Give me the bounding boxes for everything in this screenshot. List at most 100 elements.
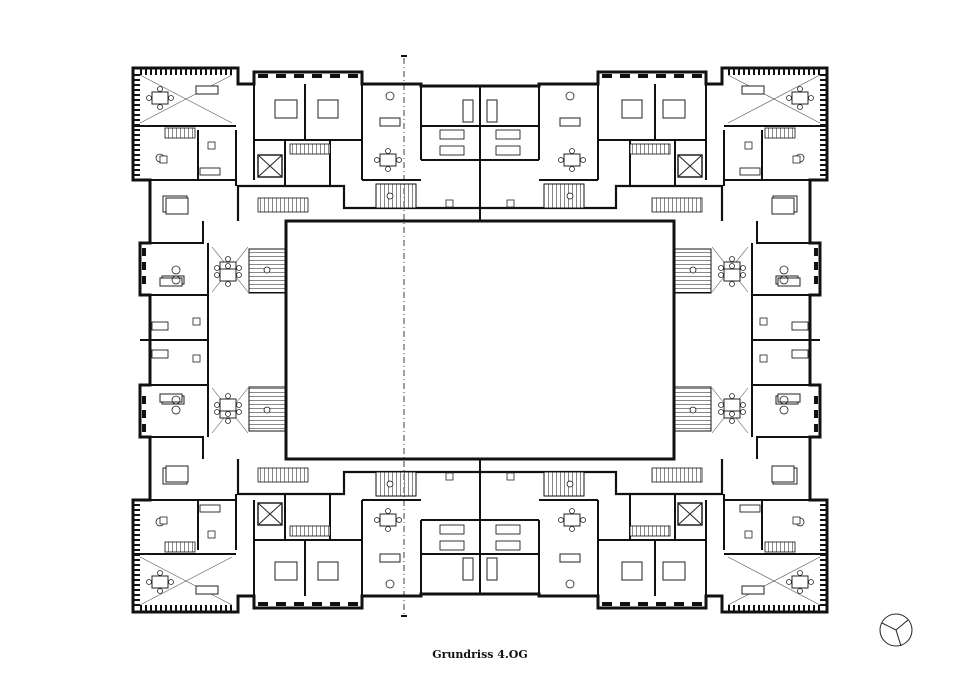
balcony-diagonal bbox=[727, 556, 821, 606]
chair bbox=[797, 86, 803, 92]
stair bbox=[375, 183, 417, 209]
stair-marker bbox=[689, 266, 697, 274]
chair bbox=[157, 570, 163, 576]
coffee-table bbox=[171, 265, 181, 275]
chair bbox=[740, 272, 746, 278]
stair bbox=[629, 143, 671, 155]
chair bbox=[385, 508, 391, 514]
bed bbox=[771, 197, 795, 215]
coffee-table bbox=[565, 579, 575, 589]
chair bbox=[225, 263, 231, 269]
table bbox=[151, 91, 169, 105]
bathtub bbox=[495, 145, 521, 156]
sofa bbox=[159, 393, 183, 403]
chair bbox=[797, 104, 803, 110]
toilet bbox=[207, 530, 216, 539]
chair bbox=[236, 272, 242, 278]
chair bbox=[146, 579, 152, 585]
outer-wall bbox=[480, 66, 829, 340]
sofa bbox=[777, 277, 801, 287]
bed bbox=[274, 99, 298, 119]
bathtub bbox=[439, 129, 465, 140]
courtyard-wall bbox=[284, 219, 480, 340]
elevator bbox=[257, 502, 283, 526]
bed bbox=[621, 99, 643, 119]
elevator bbox=[257, 154, 283, 178]
toilet bbox=[159, 516, 168, 525]
chair bbox=[385, 526, 391, 532]
table bbox=[379, 153, 397, 167]
chair bbox=[214, 265, 220, 271]
coffee-table bbox=[779, 265, 789, 275]
chair bbox=[396, 157, 402, 163]
toilet bbox=[506, 199, 515, 208]
table bbox=[379, 513, 397, 527]
stair bbox=[164, 541, 196, 553]
table bbox=[723, 268, 741, 282]
bathtub bbox=[439, 145, 465, 156]
elevator bbox=[677, 502, 703, 526]
toilet bbox=[445, 199, 454, 208]
stair bbox=[543, 471, 585, 497]
table bbox=[563, 513, 581, 527]
table bbox=[219, 268, 237, 282]
chair bbox=[808, 95, 814, 101]
bathtub bbox=[199, 167, 221, 176]
drawing-caption: Grundriss 4.OG bbox=[432, 648, 528, 661]
toilet bbox=[792, 155, 801, 164]
chair bbox=[740, 402, 746, 408]
elevator-cross bbox=[677, 154, 703, 178]
toilet bbox=[506, 472, 515, 481]
bed bbox=[165, 465, 189, 483]
balcony-diagonal bbox=[139, 556, 233, 606]
north-arrow-icon bbox=[879, 613, 913, 647]
elevator bbox=[677, 154, 703, 178]
table bbox=[151, 575, 169, 589]
bathtub bbox=[791, 321, 809, 331]
stair bbox=[674, 386, 712, 432]
corridor-wall bbox=[756, 436, 810, 459]
sofa bbox=[379, 117, 401, 127]
chair bbox=[396, 517, 402, 523]
coffee-table bbox=[565, 91, 575, 101]
corridor-wall bbox=[756, 221, 810, 244]
stair bbox=[289, 525, 331, 537]
chair bbox=[374, 157, 380, 163]
stair bbox=[629, 525, 671, 537]
chair bbox=[214, 402, 220, 408]
details-layer bbox=[134, 55, 826, 617]
stair-marker bbox=[566, 192, 574, 200]
chair bbox=[569, 526, 575, 532]
chair bbox=[729, 281, 735, 287]
courtyard-wall bbox=[284, 340, 480, 461]
bathtub bbox=[739, 167, 761, 176]
elevator-cross bbox=[677, 502, 703, 526]
stair bbox=[257, 197, 309, 213]
chair bbox=[580, 157, 586, 163]
chair bbox=[236, 402, 242, 408]
chair bbox=[225, 411, 231, 417]
bed bbox=[621, 561, 643, 581]
coffee-table bbox=[779, 275, 789, 285]
bathtub bbox=[199, 504, 221, 513]
stair bbox=[764, 541, 796, 553]
corridor-wall bbox=[150, 221, 204, 244]
toilet bbox=[759, 317, 768, 326]
bed bbox=[274, 561, 298, 581]
sofa bbox=[777, 393, 801, 403]
chair bbox=[797, 570, 803, 576]
toilet bbox=[759, 354, 768, 363]
table bbox=[219, 398, 237, 412]
chair bbox=[786, 95, 792, 101]
bed bbox=[662, 99, 686, 119]
stair-marker bbox=[386, 480, 394, 488]
table bbox=[723, 398, 741, 412]
stair bbox=[651, 197, 703, 213]
bed bbox=[662, 561, 686, 581]
toilet bbox=[744, 141, 753, 150]
coffee-table bbox=[171, 275, 181, 285]
bathtub bbox=[739, 504, 761, 513]
chair bbox=[718, 402, 724, 408]
table bbox=[563, 153, 581, 167]
